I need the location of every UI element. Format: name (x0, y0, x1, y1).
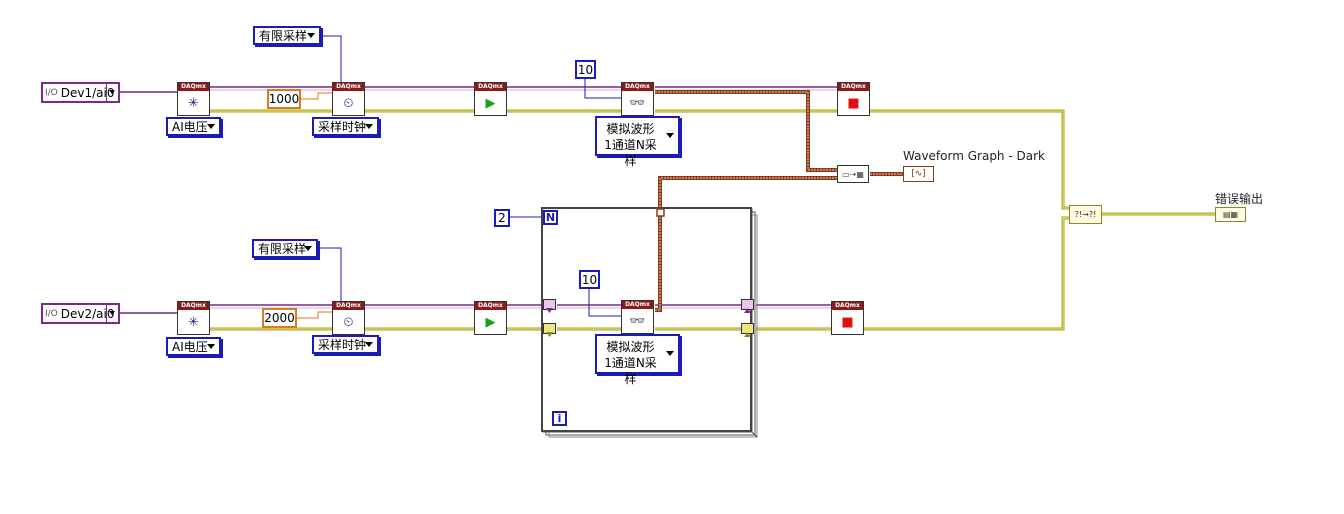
shift-register-right-task[interactable] (741, 299, 754, 313)
io-icon: I/O (45, 87, 58, 98)
up-arrow-icon (744, 332, 751, 337)
stop-icon: ■ (841, 315, 854, 330)
samples-per-channel-constant[interactable]: 10 (575, 60, 596, 79)
read-type-selector[interactable]: 模拟波形 1通道N采样 (595, 334, 680, 386)
samples-wire (584, 78, 622, 99)
chevron-down-icon (307, 32, 315, 38)
shift-register-left-error[interactable] (543, 323, 556, 337)
sample-rate-constant[interactable]: 2000 (262, 308, 297, 328)
rate-wire (296, 311, 333, 319)
channel-name: Dev2/ai0 (60, 306, 115, 321)
vi-header: DAQmx (178, 302, 209, 310)
read-type-line2: 1通道N采样 (604, 138, 657, 168)
read-vi[interactable]: DAQmx 👓 (621, 82, 654, 116)
ai-voltage-selector[interactable]: AI电压 (166, 337, 221, 356)
waveform-graph-terminal[interactable]: [∿] (903, 166, 934, 182)
waveform-graph-label: Waveform Graph - Dark (903, 149, 1045, 163)
sample-clock-label: 采样时钟 (318, 338, 367, 352)
play-icon: ▶ (485, 315, 496, 330)
waveform-icon: [∿] (911, 169, 926, 179)
ring-wire (320, 35, 342, 84)
build-array-node[interactable]: ▭⇢▦ (837, 165, 869, 183)
create-channel-vi[interactable]: DAQmx ✳ (177, 82, 210, 116)
vi-header: DAQmx (622, 83, 653, 91)
glasses-icon: 👓 (629, 96, 646, 111)
sample-clock-label: 采样时钟 (318, 120, 367, 134)
sample-rate-constant[interactable]: 1000 (267, 89, 301, 109)
chevron-down-icon (365, 123, 373, 129)
down-arrow-icon (546, 308, 553, 313)
shift-register-left-task[interactable] (543, 299, 556, 313)
read-type-line1: 模拟波形 (606, 340, 655, 354)
merge-errors-node[interactable]: ?!→?! (1069, 205, 1102, 224)
chevron-down-icon (207, 123, 215, 129)
chevron-down-icon (207, 343, 215, 349)
chevron-down-icon (666, 133, 674, 138)
vi-header: DAQmx (622, 301, 653, 309)
timing-vi[interactable]: DAQmx ⏲ (332, 82, 365, 116)
loop-count-terminal[interactable]: N (543, 210, 558, 225)
timing-vi[interactable]: DAQmx ⏲ (332, 301, 365, 335)
vi-header: DAQmx (475, 83, 506, 91)
create-channel-icon: ✳ (188, 96, 199, 111)
error-out-terminal[interactable]: ▤▦ (1215, 207, 1246, 222)
clock-icon: ⏲ (343, 96, 354, 111)
vi-header: DAQmx (178, 83, 209, 91)
read-type-selector[interactable]: 模拟波形 1通道N采样 (595, 116, 680, 168)
error-cluster-icon: ▤▦ (1222, 210, 1239, 219)
create-channel-icon: ✳ (188, 315, 199, 330)
sample-clock-selector[interactable]: 采样时钟 (312, 335, 379, 354)
channel-constant-dev2[interactable]: I/O Dev2/ai0 (41, 303, 120, 324)
ai-voltage-label: AI电压 (172, 120, 208, 134)
rate-wire (300, 92, 333, 100)
vi-header: DAQmx (832, 302, 863, 310)
samples-per-channel-constant[interactable]: 10 (579, 270, 600, 289)
vi-header: DAQmx (475, 302, 506, 310)
chevron-down-icon[interactable] (106, 305, 118, 322)
build-array-icon: ▭⇢▦ (842, 169, 864, 179)
ring-wire (318, 247, 342, 303)
chevron-down-icon (666, 351, 674, 356)
shift-register-right-error[interactable] (741, 323, 754, 337)
vi-header: DAQmx (333, 302, 364, 310)
start-task-vi[interactable]: DAQmx ▶ (474, 301, 507, 335)
clock-icon: ⏲ (343, 315, 354, 330)
read-vi[interactable]: DAQmx 👓 (621, 300, 654, 334)
read-type-line1: 模拟波形 (606, 122, 655, 136)
ai-voltage-label: AI电压 (172, 340, 208, 354)
merge-errors-icon: ?!→?! (1074, 210, 1097, 219)
loop-count-constant[interactable]: 2 (494, 209, 510, 227)
down-arrow-icon (546, 332, 553, 337)
chevron-down-icon[interactable] (106, 84, 118, 101)
finite-samples-label: 有限采样 (258, 242, 307, 256)
error-wire (210, 110, 1070, 209)
io-icon: I/O (45, 308, 58, 319)
channel-name: Dev1/ai0 (60, 85, 115, 100)
chevron-down-icon (304, 245, 312, 251)
ai-voltage-selector[interactable]: AI电压 (166, 117, 221, 136)
read-type-line2: 1通道N采样 (604, 356, 657, 386)
sample-clock-selector[interactable]: 采样时钟 (312, 117, 379, 136)
finite-samples-label: 有限采样 (259, 29, 308, 43)
glasses-icon: 👓 (629, 314, 646, 329)
vi-header: DAQmx (838, 83, 869, 91)
error-out-label: 错误输出 (1215, 192, 1264, 206)
finite-samples-selector[interactable]: 有限采样 (252, 239, 318, 258)
clear-task-vi[interactable]: DAQmx ■ (837, 82, 870, 116)
stop-icon: ■ (847, 96, 860, 111)
chevron-down-icon (365, 341, 373, 347)
data-wire (655, 91, 838, 171)
finite-samples-selector[interactable]: 有限采样 (253, 26, 321, 45)
start-task-vi[interactable]: DAQmx ▶ (474, 82, 507, 116)
vi-header: DAQmx (333, 83, 364, 91)
play-icon: ▶ (485, 96, 496, 111)
create-channel-vi[interactable]: DAQmx ✳ (177, 301, 210, 335)
up-arrow-icon (744, 308, 751, 313)
clear-task-vi[interactable]: DAQmx ■ (831, 301, 864, 335)
loop-iteration-terminal: i (552, 411, 567, 426)
channel-constant-dev1[interactable]: I/O Dev1/ai0 (41, 82, 120, 103)
